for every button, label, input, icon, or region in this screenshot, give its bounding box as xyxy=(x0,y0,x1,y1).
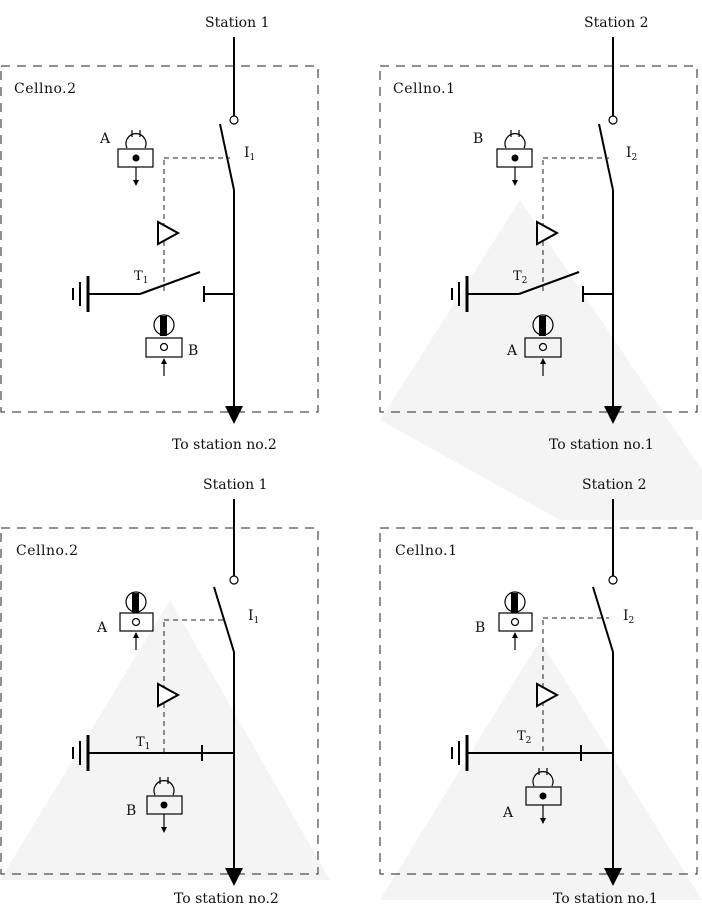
terminal-circle xyxy=(608,115,618,125)
station-top-label: Station 2 xyxy=(582,477,646,493)
earth-blade xyxy=(518,271,580,295)
disconnector-blade xyxy=(592,586,614,653)
lock-lower-label: B xyxy=(188,343,198,359)
station-top-label: Station 1 xyxy=(205,15,269,31)
disconnector-blade xyxy=(213,586,235,653)
key-lock-icon xyxy=(146,777,183,833)
key-lock-icon xyxy=(498,591,533,650)
ground-icon xyxy=(451,735,469,771)
station-bottom-label: To station no.1 xyxy=(549,437,654,453)
panel-bottom-right: Station 2 Cellno.1 I2 T2 B xyxy=(379,477,698,907)
key-lock-icon xyxy=(524,314,562,376)
panel-top-right: Station 2 Cellno.1 I2 T2 B xyxy=(379,15,698,453)
ground-icon xyxy=(451,276,469,312)
lock-upper-label: B xyxy=(475,620,485,636)
arrow-down-icon xyxy=(604,406,622,424)
station-bottom-label: To station no.2 xyxy=(172,437,277,453)
ground-icon xyxy=(72,735,90,771)
key-lock-icon xyxy=(117,130,154,186)
key-lock-icon xyxy=(525,768,562,824)
lock-lower-label: A xyxy=(506,343,518,359)
earth-label: T2 xyxy=(517,729,531,746)
switch-label: I1 xyxy=(248,608,259,626)
station-bottom-label: To station no.2 xyxy=(174,891,279,907)
cell-border xyxy=(0,65,319,413)
terminal-circle xyxy=(608,575,618,585)
disconnector-blade xyxy=(598,123,614,191)
cell-label: Cellno.1 xyxy=(395,543,458,559)
lock-upper-label: A xyxy=(96,620,108,636)
operator-triangle-icon xyxy=(536,682,560,708)
key-lock-icon xyxy=(145,314,183,376)
key-lock-icon xyxy=(496,130,533,186)
key-lock-icon xyxy=(119,591,154,650)
earth-label: T1 xyxy=(134,269,148,286)
switch-label: I2 xyxy=(623,608,634,626)
cell-border xyxy=(0,527,319,875)
panel-top-left: Station 1 Cellno.2 I1 T1 A xyxy=(0,15,319,453)
ground-icon xyxy=(72,276,90,312)
switch-label: I1 xyxy=(244,145,255,163)
lock-upper-label: B xyxy=(473,131,483,147)
panel-bottom-left: Station 1 Cellno.2 I1 T1 A xyxy=(0,477,319,907)
lock-lower-label: B xyxy=(126,803,136,819)
station-top-label: Station 1 xyxy=(203,477,267,493)
terminal-circle xyxy=(229,115,239,125)
arrow-down-icon xyxy=(225,406,243,424)
arrow-down-icon xyxy=(604,868,622,886)
station-top-label: Station 2 xyxy=(584,15,648,31)
lock-lower-label: A xyxy=(502,805,514,821)
earth-label: T2 xyxy=(513,269,527,286)
earth-label: T1 xyxy=(136,735,150,752)
cell-border xyxy=(379,527,698,875)
station-bottom-label: To station no.1 xyxy=(553,891,658,907)
lock-upper-label: A xyxy=(99,131,111,147)
arrow-down-icon xyxy=(225,868,243,886)
cell-label: Cellno.1 xyxy=(393,81,456,97)
switch-label: I2 xyxy=(626,145,637,163)
operator-triangle-icon xyxy=(157,220,181,246)
operator-triangle-icon xyxy=(157,682,181,708)
cell-border xyxy=(379,65,698,413)
disconnector-blade xyxy=(219,123,235,191)
operator-triangle-icon xyxy=(536,220,560,246)
cell-label: Cellno.2 xyxy=(14,81,77,97)
earth-blade xyxy=(139,271,201,295)
watermark-shapes xyxy=(0,200,702,900)
cell-label: Cellno.2 xyxy=(16,543,79,559)
terminal-circle xyxy=(229,575,239,585)
